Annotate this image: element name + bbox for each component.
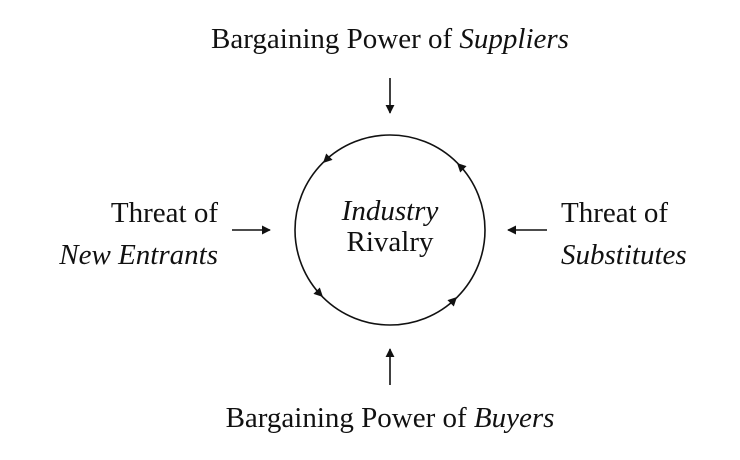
suppliers-prefix: Bargaining Power of [211,23,459,55]
center-line2: Rivalry [347,226,434,258]
buyers-prefix: Bargaining Power of [226,402,474,434]
suppliers-label: Bargaining Power of Suppliers [211,23,569,55]
substitutes-line2: Substitutes [561,239,687,271]
suppliers-emphasis: Suppliers [459,23,569,55]
new-entrants-line1: Threat of [111,197,218,229]
center-line1: Industry [341,195,439,227]
buyers-label: Bargaining Power of Buyers [226,402,555,434]
new-entrants-line2: New Entrants [58,239,218,271]
rivalry-circle [294,134,486,326]
substitutes-line1: Threat of [561,197,668,229]
buyers-emphasis: Buyers [474,402,555,434]
